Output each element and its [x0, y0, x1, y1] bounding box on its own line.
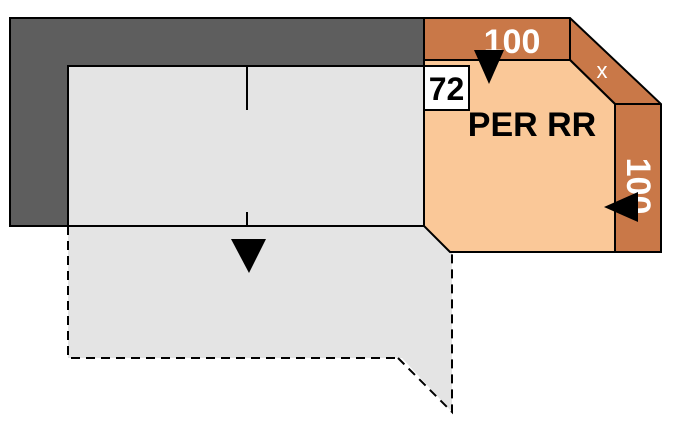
corner-mark: x	[597, 58, 608, 83]
seat-depth-box	[423, 65, 470, 111]
module-label: PER RR	[468, 106, 596, 144]
top-arrow-icon	[474, 50, 504, 84]
right-arrow-icon	[604, 192, 638, 222]
seat-depth-label: 72	[429, 71, 465, 107]
corner-seat	[423, 59, 616, 253]
pullout-arrow-icon	[231, 239, 266, 273]
